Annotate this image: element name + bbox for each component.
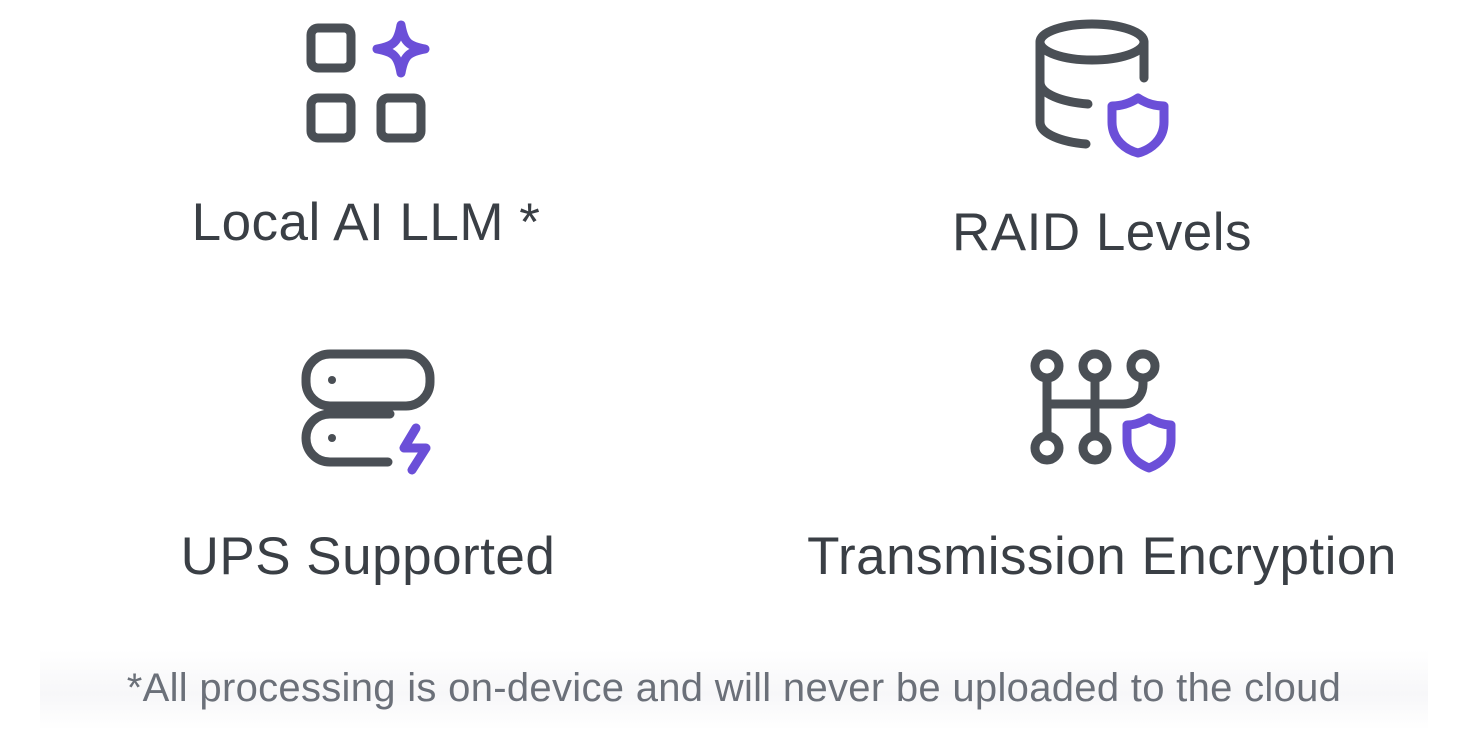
feature-ups-supported: UPS Supported xyxy=(118,348,618,583)
server-bolt-icon xyxy=(301,349,435,475)
feature-raid-levels: RAID Levels xyxy=(902,18,1302,259)
feature-label: UPS Supported xyxy=(180,527,556,586)
network-shield-icon xyxy=(1030,349,1176,473)
feature-label: RAID Levels xyxy=(951,203,1253,262)
apps-sparkle-icon xyxy=(306,20,430,143)
footnote-background xyxy=(40,650,1428,730)
feature-label: Transmission Encryption xyxy=(807,527,1397,586)
feature-local-ai-llm: Local AI LLM * xyxy=(166,18,566,249)
footnote: *All processing is on-device and will ne… xyxy=(126,666,1342,710)
feature-label: Local AI LLM * xyxy=(191,193,541,252)
database-shield-icon xyxy=(1035,19,1169,158)
feature-transmission-encryption: Transmission Encryption xyxy=(772,348,1432,583)
